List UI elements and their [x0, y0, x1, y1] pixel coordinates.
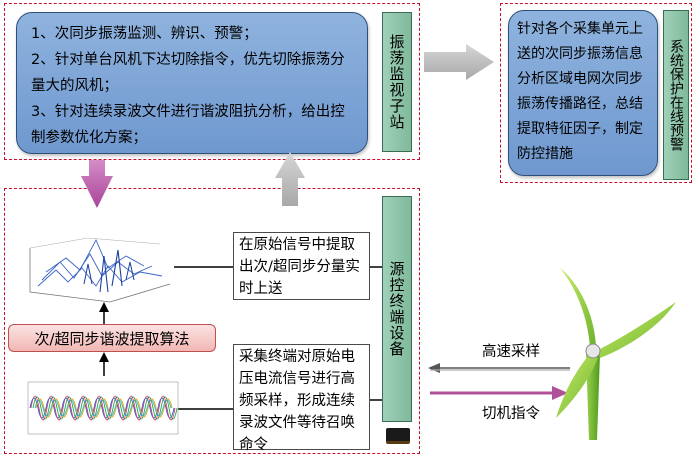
sampling-text-box: 采集终端对原始电压电流信号进行高频采样，形成连续录波文件等待召唤命令	[233, 344, 370, 453]
terminal-title: 源控终端设备	[382, 196, 412, 422]
high-speed-sampling-label: 高速采样	[482, 344, 540, 360]
substation-title: 振荡监视子站	[382, 12, 412, 152]
function-item-3: 3、针对连续录波文件进行谐波阻抗分析，给出控制参数优化方案；	[31, 104, 345, 146]
algorithm-box: 次/超同步谐波提取算法	[8, 324, 216, 352]
terminal-device-image	[386, 428, 410, 444]
sampling-text: 采集终端对原始电压电流信号进行高频采样，形成连续录波文件等待召唤命令	[239, 349, 355, 453]
extract-text: 在原始信号中提取出次/超同步分量实时上送	[239, 237, 360, 297]
system-region	[500, 3, 692, 183]
system-title: 系统保护在线预警	[663, 10, 689, 180]
wind-turbine-icon	[556, 268, 676, 440]
system-description: 针对各个采集单元上送的次同步振荡信息分析区域电网次同步振荡传播路径，总结提取特征…	[517, 21, 643, 162]
spectrum-plot-image	[29, 237, 171, 303]
trip-command-label: 切机指令	[482, 406, 540, 422]
algorithm-label: 次/超同步谐波提取算法	[34, 329, 190, 348]
arrow-up-to-substation	[275, 152, 305, 206]
function-item-2: 2、针对单台风机下达切除指令，优先切除振荡分量大的风机；	[31, 52, 345, 94]
extract-text-box: 在原始信号中提取出次/超同步分量实时上送	[233, 232, 370, 300]
waveform-plot-image	[27, 381, 179, 435]
system-description-box: 针对各个采集单元上送的次同步振荡信息分析区域电网次同步振荡传播路径，总结提取特征…	[508, 10, 658, 176]
function-item-1: 1、次同步振荡监测、辨识、预警；	[31, 26, 258, 42]
substation-function-box: 1、次同步振荡监测、辨识、预警； 2、针对单台风机下达切除指令，优先切除振荡分量…	[16, 12, 368, 154]
terminal-region	[4, 188, 420, 454]
substation-region	[4, 3, 420, 160]
arrow-down-to-terminal	[81, 160, 113, 208]
arrow-to-system	[424, 44, 494, 80]
